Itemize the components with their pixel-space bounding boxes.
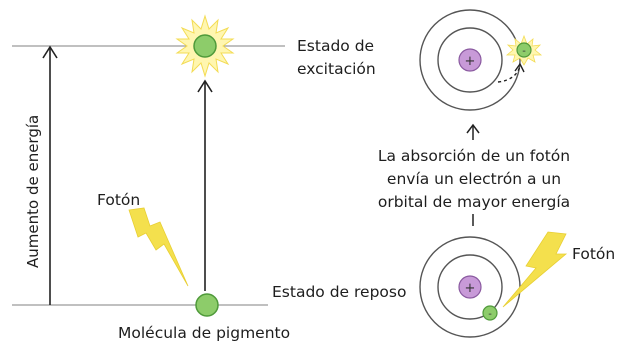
inner-orbit: [437, 27, 503, 93]
excited-state-label-line2: excitación: [297, 60, 376, 78]
transition-arrow: [197, 79, 213, 291]
ground-atom: [419, 236, 521, 338]
ground-state-label: Estado de reposo: [272, 283, 407, 301]
ground-electron: [482, 305, 498, 321]
nucleus-sign: +: [465, 281, 476, 296]
excited-state-label-line1: Estado de: [297, 37, 375, 55]
absorption-text-line3: orbital de mayor energía: [377, 193, 571, 211]
photon-label-right: Fotón: [572, 245, 616, 263]
absorption-arrow: [466, 123, 480, 226]
pigment-molecule-label: Molécula de pigmento: [118, 324, 291, 342]
nucleus: [458, 275, 482, 299]
electron-sign: -: [522, 46, 526, 57]
absorption-text-line2: envía un electrón a un: [386, 170, 562, 188]
excited-molecule: [175, 14, 235, 78]
energy-axis-label: Aumento de energía: [24, 115, 42, 268]
electron-sign: -: [488, 309, 492, 320]
lightning-bolt-icon: [128, 207, 189, 287]
ground-molecule: [195, 293, 219, 317]
photon-label-left: Fotón: [97, 191, 141, 209]
energy-axis-arrow: [42, 45, 58, 305]
inner-orbit: [437, 254, 503, 320]
excited-electron: [516, 42, 532, 58]
nucleus-sign: +: [465, 54, 476, 69]
excited-atom: [419, 9, 543, 111]
nucleus: [458, 48, 482, 72]
absorption-text-line1: La absorción de un fotón: [377, 147, 571, 165]
outer-orbit: [419, 9, 521, 111]
lightning-bolt-icon: [502, 231, 568, 308]
electron-jump-arrow: [497, 65, 521, 83]
